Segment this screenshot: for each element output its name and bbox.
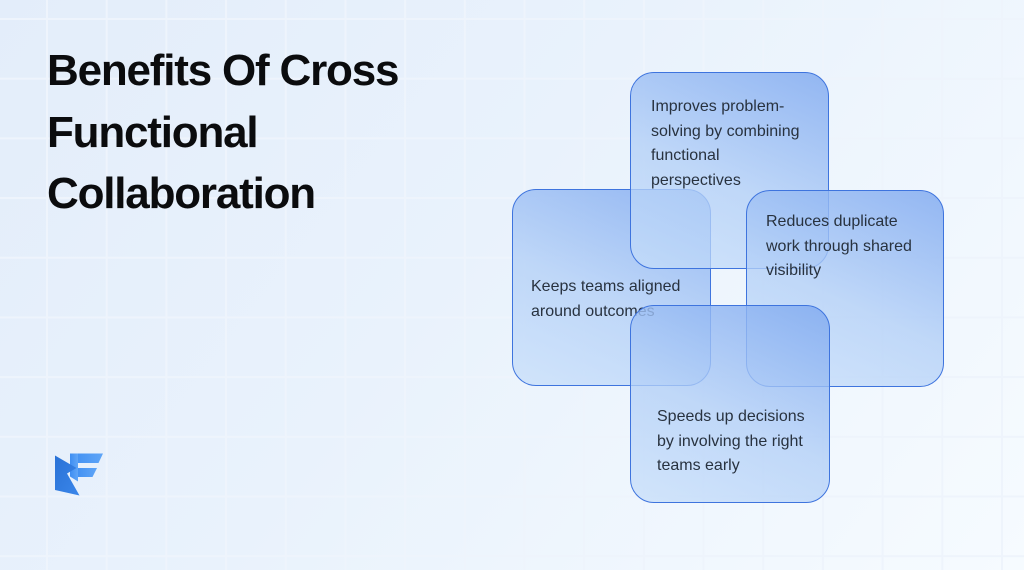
mf-monogram-icon	[55, 453, 103, 496]
card-text-problem-solving: Improves problem- solving by combining f…	[651, 98, 800, 189]
benefit-card-faster-decisions: Speeds up decisions by involving the rig…	[630, 305, 830, 503]
page-title: Benefits Of Cross Functional Collaborati…	[47, 46, 399, 218]
card-text-duplicate-work: Reduces duplicate work through shared vi…	[766, 213, 912, 279]
card-text-faster-decisions: Speeds up decisions by involving the rig…	[657, 408, 805, 474]
brand-logo	[50, 449, 104, 498]
